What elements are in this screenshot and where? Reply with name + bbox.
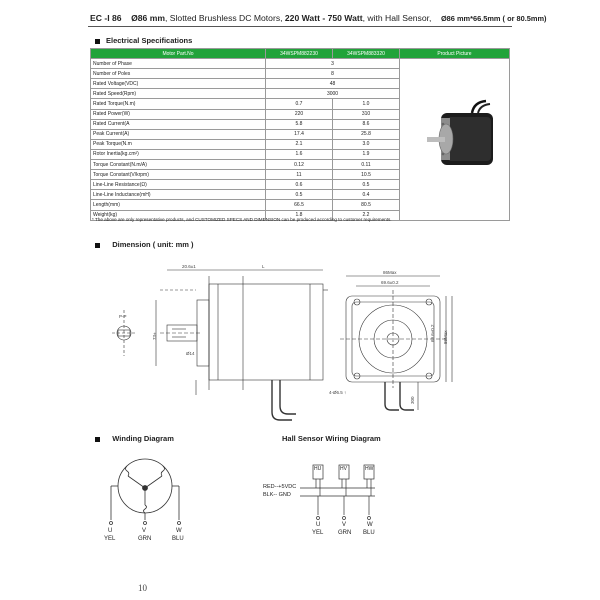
- hall-sensor-hv: HV: [340, 466, 347, 472]
- hall-terminal-u: U: [316, 522, 321, 528]
- header-power: 220 Watt - 750 Watt: [284, 13, 363, 23]
- dimension-labels: 20.6±1 L 86Max 69.6±0.2 69.6±0.2 86Max 4…: [119, 264, 448, 404]
- dim-label: 69.6±0.2: [430, 324, 435, 342]
- header-dims: Ø86 mm*66.5mm ( or 80.5mm): [440, 14, 547, 23]
- dim-label: 4-Ø6.5 ↑: [329, 390, 346, 395]
- electrical-section-title: Electrical Specifications: [95, 36, 192, 45]
- spec-header-row: Motor Part.No 34WSPM882230 34WSPM883320 …: [90, 47, 510, 60]
- hall-sensor-hw: HW: [365, 466, 374, 472]
- page-number: 10: [138, 583, 147, 593]
- winding-terminal-v: V: [142, 528, 147, 534]
- page-header: EC -I 86 Ø86 mm, Slotted Brushless DC Mo…: [90, 12, 547, 30]
- dim-label: 300: [410, 396, 415, 404]
- winding-terminal-u: U: [108, 528, 113, 534]
- motor-product-picture: [427, 99, 493, 165]
- spec-table: Motor Part.No 34WSPM882230 34WSPM883320 …: [90, 47, 510, 221]
- dim-label: 20.6±1: [182, 264, 196, 269]
- hall-terminal-v: V: [342, 522, 347, 528]
- winding-section-title: Winding Diagram: [95, 434, 174, 443]
- hall-color-blu: BLU: [363, 530, 375, 536]
- winding-color-grn: GRN: [138, 536, 152, 542]
- dim-label: 69.6±0.2: [381, 280, 399, 285]
- hall-sensor-diagram: [300, 464, 375, 520]
- header-size: Ø86 mm: [131, 13, 166, 23]
- hall-red-line: RED--+5VDC: [263, 484, 297, 490]
- square-bullet-icon: [95, 436, 100, 442]
- dim-label: Ø14: [186, 351, 195, 356]
- hall-sensor-hu: HU: [314, 466, 322, 472]
- dim-label: P-P: [119, 314, 127, 319]
- dimension-section-title: Dimension ( unit: mm ): [95, 240, 194, 249]
- header-picture: Product Picture: [399, 47, 510, 60]
- winding-color-yel: YEL: [104, 536, 116, 542]
- dimension-front-view: [340, 275, 453, 411]
- dim-label: 86Max: [383, 270, 397, 275]
- hall-section-title: Hall Sensor Wiring Diagram: [282, 434, 381, 443]
- dimension-side-view: [112, 269, 328, 421]
- hall-color-yel: YEL: [312, 530, 324, 536]
- header-type: , Slotted Brushless DC Motors,: [165, 13, 285, 23]
- header-sensor: , with Hall Sensor,: [362, 13, 432, 23]
- hall-terminal-w: W: [367, 522, 373, 528]
- winding-diagram: [109, 458, 181, 525]
- header-model: EC -I 86: [90, 13, 122, 23]
- header-rule: [88, 26, 512, 27]
- dim-label: 86Max: [443, 330, 448, 344]
- spec-value: 2.2: [332, 209, 400, 221]
- dim-label: 73±: [152, 332, 157, 340]
- footnote: * The above are only representative prod…: [92, 217, 392, 222]
- hall-color-grn: GRN: [338, 530, 352, 536]
- dim-label: L: [262, 264, 265, 269]
- winding-color-blu: BLU: [172, 536, 184, 542]
- hall-blk-line: BLK-- GND: [263, 492, 291, 498]
- winding-terminal-w: W: [176, 528, 182, 534]
- square-bullet-icon: [95, 242, 100, 248]
- square-bullet-icon: [95, 38, 100, 44]
